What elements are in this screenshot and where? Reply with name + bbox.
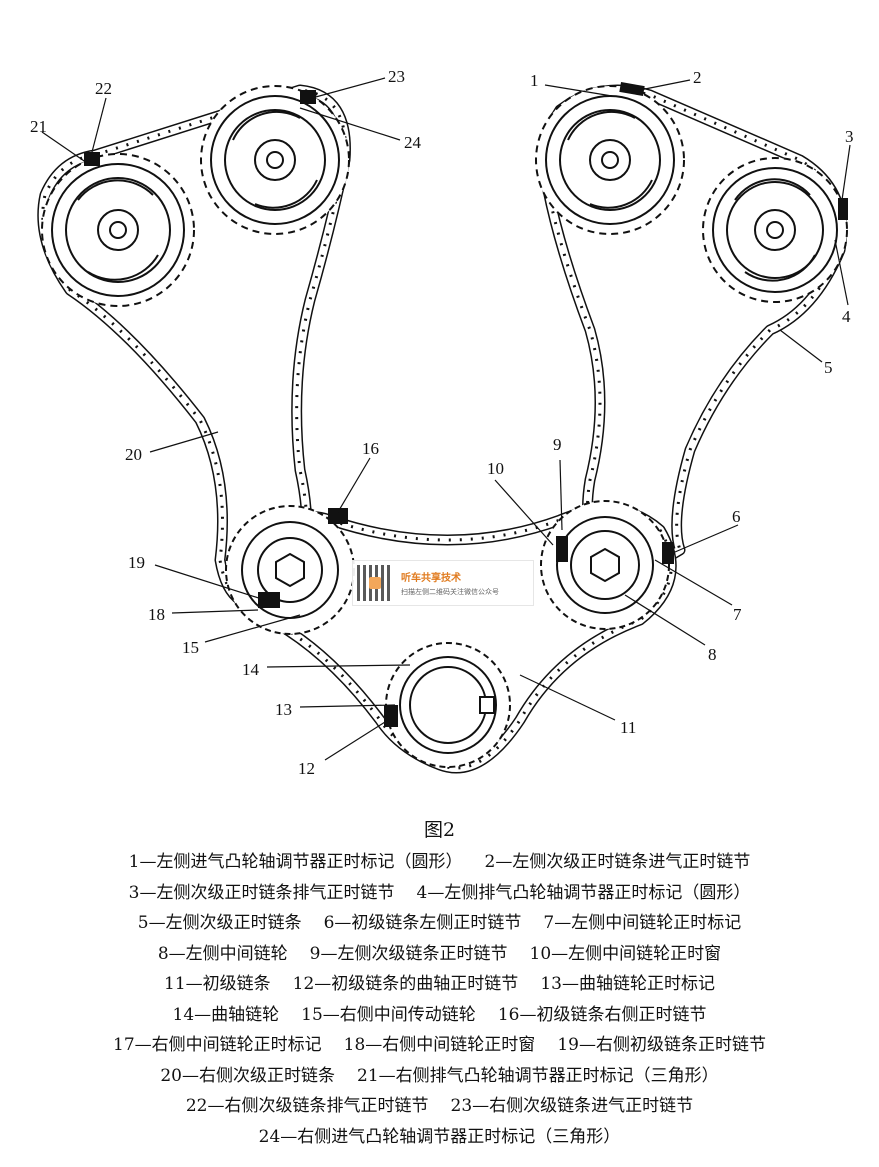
callout-12: 12 — [298, 759, 315, 778]
right-intermediate-sprocket — [225, 505, 355, 635]
watermark-banner: 听车共享技术 扫描左侧二维码关注微信公众号 — [352, 560, 534, 606]
timing-mark-2 — [619, 81, 645, 97]
legend-item: 6—初级链条左侧正时链节 — [323, 913, 522, 933]
timing-mark-23 — [300, 90, 316, 104]
legend-line: 17—右侧中间链轮正时标记 18—右侧中间链轮正时窗 19—右侧初级链条正时链节 — [0, 1030, 879, 1061]
callout-2: 2 — [693, 68, 702, 87]
legend-line: 1—左侧进气凸轮轴调节器正时标记（圆形） 2—左侧次级正时链条进气正时链节 — [0, 847, 879, 878]
legend-item: 22—右侧次级链条排气正时链节 — [185, 1096, 429, 1116]
legend-item: 4—左侧排气凸轮轴调节器正时标记（圆形） — [416, 882, 751, 903]
callout-labels: 1 2 3 4 5 6 7 8 9 10 11 12 13 14 15 16 1… — [30, 67, 854, 778]
legend-item: 7—左侧中间链轮正时标记 — [543, 913, 742, 933]
legend-item: 11—初级链条 — [164, 974, 271, 994]
timing-mark-3 — [838, 198, 848, 220]
callout-21: 21 — [30, 117, 47, 136]
legend-item: 8—左侧中间链轮 — [157, 943, 288, 964]
callout-11: 11 — [620, 718, 636, 737]
legend-item: 21—右侧排气凸轮轴调节器正时标记（三角形） — [357, 1065, 719, 1086]
legend-item: 2—左侧次级正时链条进气正时链节 — [484, 852, 751, 872]
timing-marks — [84, 81, 848, 727]
legend-item: 18—右侧中间链轮正时窗 — [343, 1035, 536, 1055]
legend-line: 20—右侧次级正时链条 21—右侧排气凸轮轴调节器正时标记（三角形） — [0, 1061, 879, 1092]
callout-14: 14 — [242, 660, 260, 679]
leader-lines — [41, 77, 851, 761]
legend-line: 14—曲轴链轮 15—右侧中间传动链轮 16—初级链条右侧正时链节 — [0, 1000, 879, 1031]
legend-line: 5—左侧次级正时链条 6—初级链条左侧正时链节 7—左侧中间链轮正时标记 — [0, 908, 879, 939]
watermark-subtitle: 扫描左侧二维码关注微信公众号 — [401, 588, 499, 596]
timing-mark-22 — [84, 152, 100, 166]
legend-item: 5—左侧次级正时链条 — [137, 913, 302, 933]
timing-mark-19 — [258, 592, 280, 608]
legend-item: 9—左侧次级链条正时链节 — [309, 943, 508, 964]
watermark-title: 听车共享技术 — [401, 573, 461, 584]
legend-item: 24—右侧进气凸轮轴调节器正时标记（三角形） — [258, 1126, 621, 1147]
right-intake-cam-phaser — [200, 85, 350, 235]
callout-4: 4 — [842, 307, 851, 326]
callout-10: 10 — [487, 459, 504, 478]
callout-5: 5 — [824, 358, 833, 377]
legend-line: 11—初级链条 12—初级链条的曲轴正时链节 13—曲轴链轮正时标记 — [0, 969, 879, 1000]
callout-15: 15 — [182, 638, 199, 657]
qr-code-icon — [357, 565, 393, 601]
crankshaft-sprocket — [385, 642, 511, 768]
callout-16: 16 — [362, 439, 379, 458]
callout-22: 22 — [95, 79, 112, 98]
callout-7: 7 — [733, 605, 742, 624]
legend-item: 17—右侧中间链轮正时标记 — [113, 1035, 322, 1055]
legend-item: 15—右侧中间传动链轮 — [301, 1004, 476, 1025]
figure-caption: 图2 1—左侧进气凸轮轴调节器正时标记（圆形）2—左侧次级正时链条进气正时链节 … — [0, 815, 879, 1152]
legend-item: 23—右侧次级链条进气正时链节 — [450, 1096, 694, 1116]
left-intake-cam-phaser — [535, 85, 685, 235]
legend-line: 22—右侧次级链条排气正时链节 23—右侧次级链条进气正时链节 — [0, 1091, 879, 1122]
callout-19: 19 — [128, 553, 145, 572]
right-exhaust-cam-phaser — [41, 153, 195, 307]
timing-chain-diagram: 1 2 3 4 5 6 7 8 9 10 11 12 13 14 15 16 1… — [30, 67, 854, 778]
legend-item: 12—初级链条的曲轴正时链节 — [292, 974, 519, 994]
legend-item: 14—曲轴链轮 — [172, 1004, 280, 1025]
callout-6: 6 — [732, 507, 741, 526]
callout-8: 8 — [708, 645, 717, 664]
legend-line: 8—左侧中间链轮 9—左侧次级链条正时链节 10—左侧中间链轮正时窗 — [0, 939, 879, 970]
figure-title: 图2 — [423, 819, 456, 841]
legend-item: 3—左侧次级正时链条排气正时链节 — [128, 882, 395, 903]
legend-item: 13—曲轴链轮正时标记 — [540, 974, 715, 994]
left-exhaust-cam-phaser — [702, 157, 848, 303]
timing-mark-6 — [662, 542, 674, 564]
legend-line: 24—右侧进气凸轮轴调节器正时标记（三角形） — [0, 1122, 879, 1153]
timing-mark-16 — [328, 508, 348, 524]
callout-1: 1 — [530, 71, 539, 90]
legend-item: 1—左侧进气凸轮轴调节器正时标记（圆形） — [128, 852, 463, 872]
timing-mark-9 — [556, 536, 568, 562]
callout-9: 9 — [553, 435, 562, 454]
callout-13: 13 — [275, 700, 292, 719]
callout-24: 24 — [404, 133, 422, 152]
legend-item: 19—右侧初级链条正时链节 — [557, 1035, 766, 1055]
left-intermediate-sprocket — [540, 500, 670, 630]
legend-line: 3—左侧次级正时链条排气正时链节 4—左侧排气凸轮轴调节器正时标记（圆形） — [0, 878, 879, 909]
legend-item: 20—右侧次级正时链条 — [160, 1065, 335, 1086]
legend-item: 10—左侧中间链轮正时窗 — [529, 943, 722, 964]
callout-3: 3 — [845, 127, 854, 146]
legend-item: 16—初级链条右侧正时链节 — [497, 1004, 707, 1025]
callout-23: 23 — [388, 67, 405, 86]
callout-20: 20 — [125, 445, 142, 464]
timing-mark-12 — [384, 705, 398, 727]
callout-18: 18 — [148, 605, 165, 624]
